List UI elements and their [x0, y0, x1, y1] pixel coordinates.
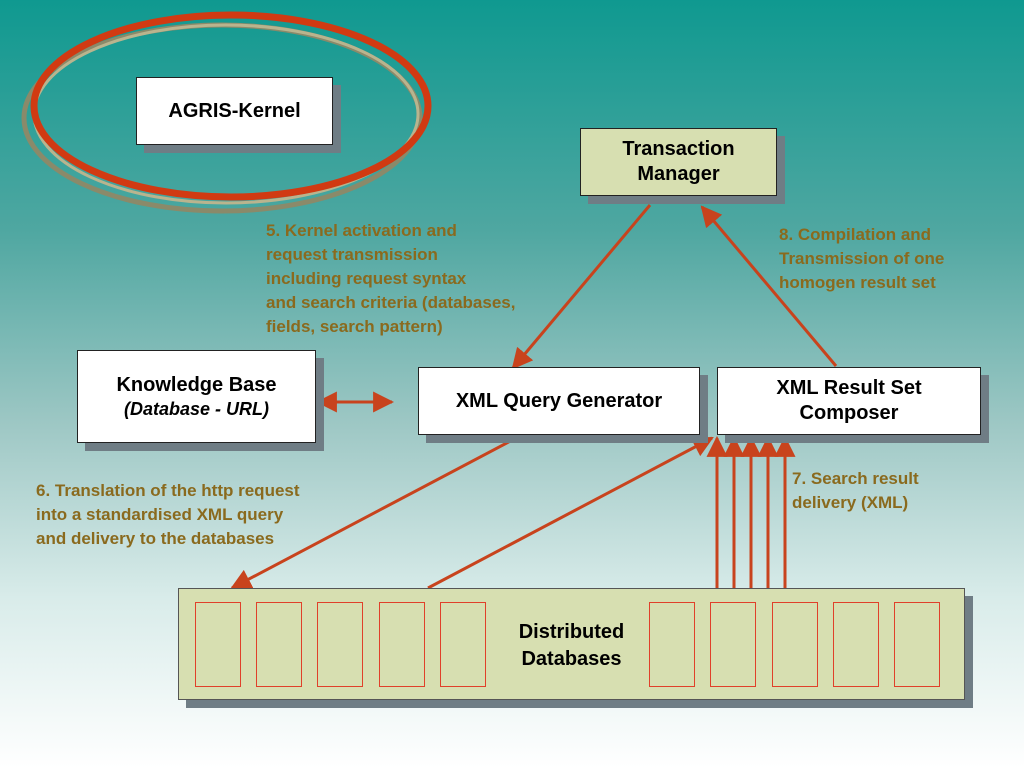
distributed-databases-label: Distributed Databases	[499, 619, 644, 673]
database-slot	[833, 602, 879, 687]
arrow-query-generator-to-databases	[230, 434, 521, 590]
distributed-databases-label-line1: Distributed	[518, 621, 625, 643]
knowledge-base-title: Knowledge Base	[116, 373, 277, 396]
xml-result-set-composer-label-line1: XML Result Set	[776, 377, 922, 399]
database-slot	[195, 602, 241, 687]
distributed-databases-label-line2: Databases	[521, 648, 622, 670]
xml-query-generator-label: XML Query Generator	[455, 389, 663, 412]
transaction-manager-box: Transaction Manager	[580, 128, 777, 196]
database-slot	[317, 602, 363, 687]
database-slot	[649, 602, 695, 687]
database-slot	[894, 602, 940, 687]
transaction-manager-label-line2: Manager	[637, 163, 720, 185]
database-slot	[772, 602, 818, 687]
knowledge-base-box: Knowledge Base (Database - URL)	[77, 350, 316, 443]
transaction-manager-label-line1: Transaction	[622, 138, 735, 160]
xml-result-set-composer-box: XML Result Set Composer	[717, 367, 981, 435]
database-slot	[256, 602, 302, 687]
arrow-databases-to-composer	[427, 436, 714, 590]
knowledge-base-subtitle: (Database - URL)	[123, 398, 270, 419]
arrow-composer-to-tm	[700, 205, 838, 367]
step6-annotation: 6. Translation of the http request into …	[36, 481, 300, 548]
database-slot	[379, 602, 425, 687]
agris-kernel-box: AGRIS-Kernel	[136, 77, 333, 145]
step5-annotation: 5. Kernel activation and request transmi…	[266, 221, 516, 336]
arrow-tm-to-query-generator	[511, 204, 652, 370]
highlight-ellipse	[30, 11, 432, 201]
database-slot	[710, 602, 756, 687]
distributed-databases-panel: Distributed Databases	[178, 588, 965, 700]
xml-result-set-composer-label-line2: Composer	[799, 402, 899, 424]
agris-kernel-label: AGRIS-Kernel	[168, 99, 301, 122]
step7-annotation: 7. Search result delivery (XML)	[792, 469, 919, 512]
xml-query-generator-box: XML Query Generator	[418, 367, 700, 435]
database-slot	[440, 602, 486, 687]
step8-annotation: 8. Compilation and Transmission of one h…	[779, 225, 945, 292]
